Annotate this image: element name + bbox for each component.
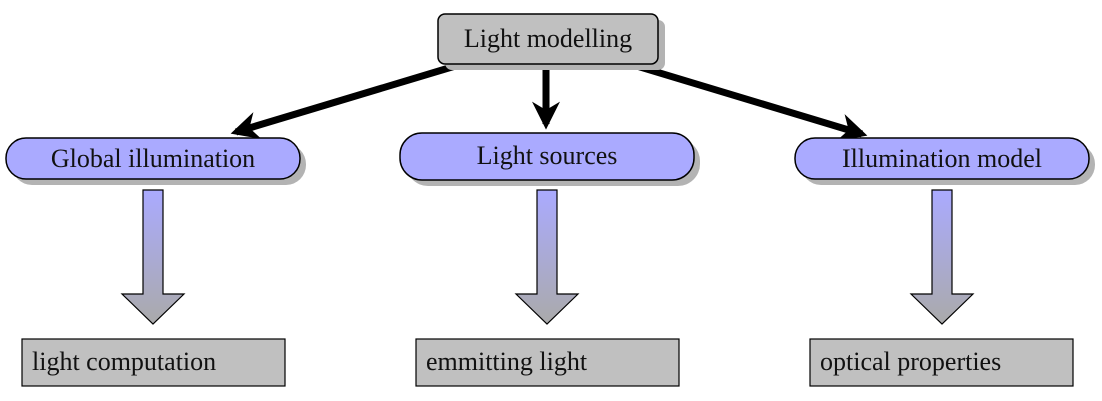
connector-to-global-illumination	[230, 60, 464, 139]
branch-box	[399, 132, 695, 181]
leaf-box	[415, 338, 680, 387]
branch-label: Illumination model	[842, 144, 1042, 173]
root-label: Light modelling	[464, 24, 632, 53]
root-connectors	[230, 60, 868, 141]
branch-box	[794, 137, 1090, 180]
branch-node-illumination-model[interactable]: Illumination model	[794, 137, 1095, 185]
branch-box	[5, 137, 301, 180]
root-node[interactable]: Light modelling	[437, 13, 665, 70]
down-arrow-light-sources	[514, 189, 580, 325]
leaf-box	[809, 338, 1074, 387]
branch-label: Light sources	[477, 141, 618, 170]
leaf-node-optical-properties[interactable]: optical properties	[809, 338, 1074, 387]
leaf-box	[21, 338, 286, 387]
leaf-label: optical properties	[820, 347, 1001, 376]
leaf-label: emmitting light	[426, 347, 588, 376]
branch-node-light-sources[interactable]: Light sources	[399, 132, 700, 186]
root-box	[437, 13, 659, 65]
leaf-node-light-computation[interactable]: light computation	[21, 338, 286, 387]
connector-to-illumination-model	[628, 60, 868, 141]
leaf-node-emmitting-light[interactable]: emmitting light	[415, 338, 680, 387]
down-arrow-global-illumination	[120, 189, 186, 325]
branch-label: Global illumination	[51, 144, 255, 173]
down-arrow-illumination-model	[909, 189, 975, 325]
leaf-label: light computation	[32, 347, 216, 376]
branch-node-global-illumination[interactable]: Global illumination	[5, 137, 306, 185]
